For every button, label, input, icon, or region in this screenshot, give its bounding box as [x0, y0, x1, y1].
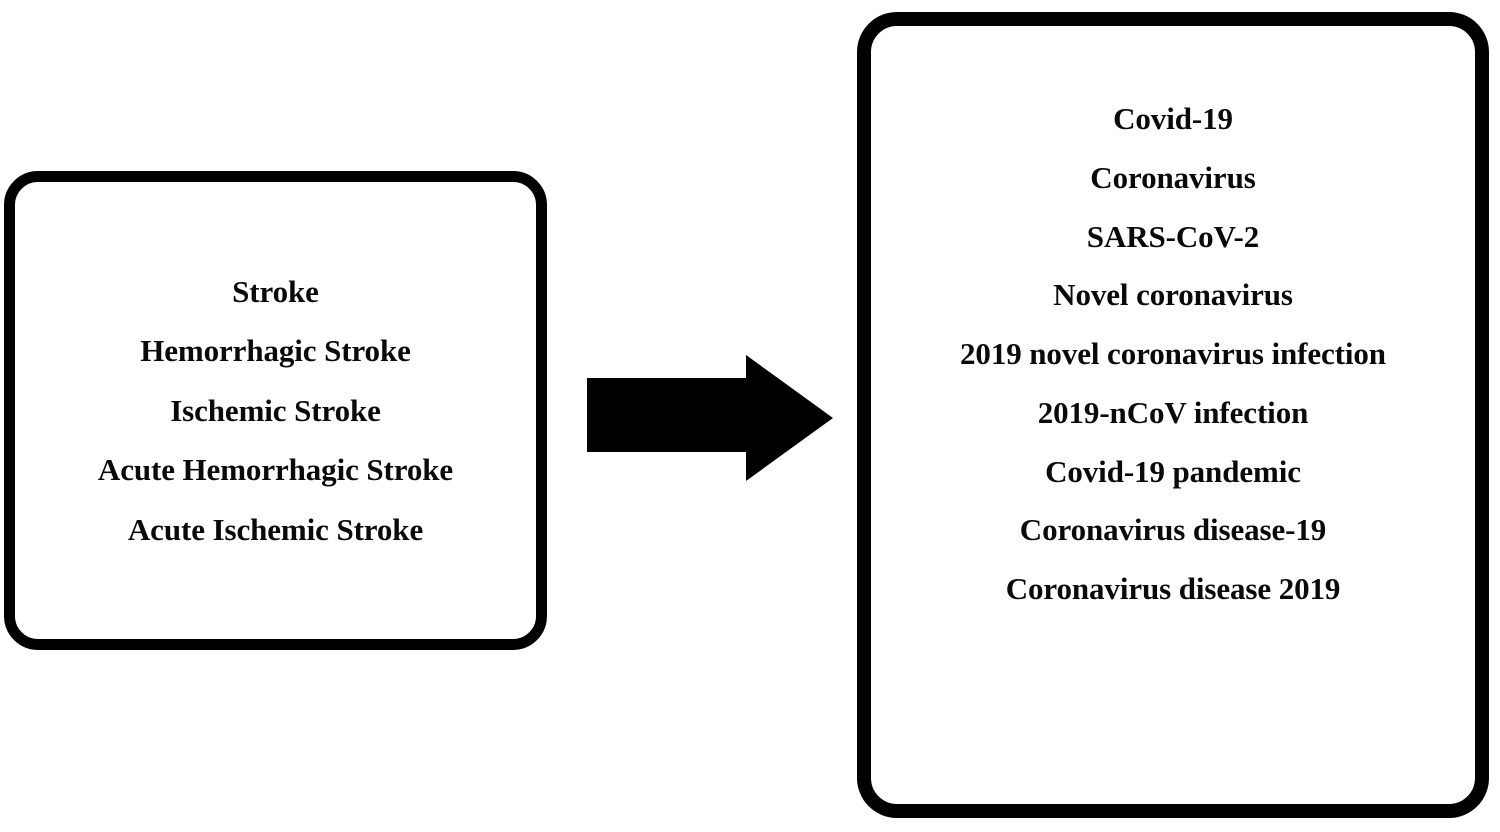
stroke-terms-list: Stroke Hemorrhagic Stroke Ischemic Strok…	[15, 262, 536, 560]
list-item: 2019 novel coronavirus infection	[960, 336, 1386, 372]
list-item: Coronavirus disease 2019	[1005, 571, 1341, 607]
list-item: Stroke	[232, 273, 319, 309]
list-item: Novel coronavirus	[1053, 277, 1293, 313]
list-item: Hemorrhagic Stroke	[140, 333, 411, 369]
list-item: Acute Ischemic Stroke	[127, 511, 424, 547]
covid-terms-list: Covid-19 Coronavirus SARS-CoV-2 Novel co…	[871, 90, 1475, 619]
stroke-terms-box: Stroke Hemorrhagic Stroke Ischemic Strok…	[4, 171, 547, 650]
list-item: Covid-19 pandemic	[1045, 453, 1301, 489]
list-item: Covid-19	[1113, 100, 1233, 136]
list-item: SARS-CoV-2	[1086, 218, 1260, 254]
right-arrow-icon	[586, 353, 834, 483]
list-item: Coronavirus	[1090, 159, 1256, 195]
list-item: Acute Hemorrhagic Stroke	[97, 452, 454, 488]
list-item: Ischemic Stroke	[170, 392, 381, 428]
list-item: Coronavirus disease-19	[1019, 512, 1327, 548]
list-item: 2019-nCoV infection	[1037, 394, 1309, 430]
covid-terms-box: Covid-19 Coronavirus SARS-CoV-2 Novel co…	[857, 12, 1489, 818]
